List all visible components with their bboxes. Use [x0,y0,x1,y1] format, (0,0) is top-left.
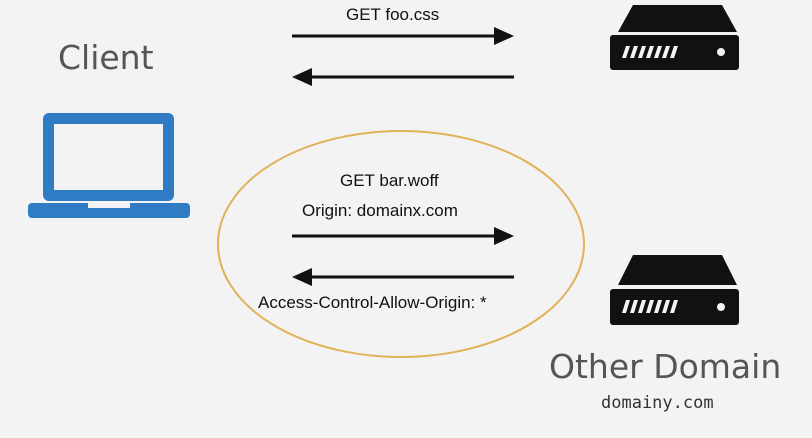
cors-request-line: GET bar.woff [340,171,439,190]
other-domain-host: domainy.com [601,393,714,413]
server-icon [610,5,739,70]
request-label: GET foo.css [346,5,440,24]
cors-response-arrow [292,268,514,286]
response-arrow [292,68,514,86]
cors-highlight-ellipse [217,130,585,358]
cors-response-header: Access-Control-Allow-Origin: * [258,293,487,312]
laptop-icon [28,113,190,218]
cors-request-arrow [292,227,514,245]
other-domain-label: Other Domain [549,347,782,386]
cors-origin-header: Origin: domainx.com [302,201,458,220]
server-icon [610,255,739,325]
client-label: Client [58,38,154,77]
request-arrow [292,27,514,45]
